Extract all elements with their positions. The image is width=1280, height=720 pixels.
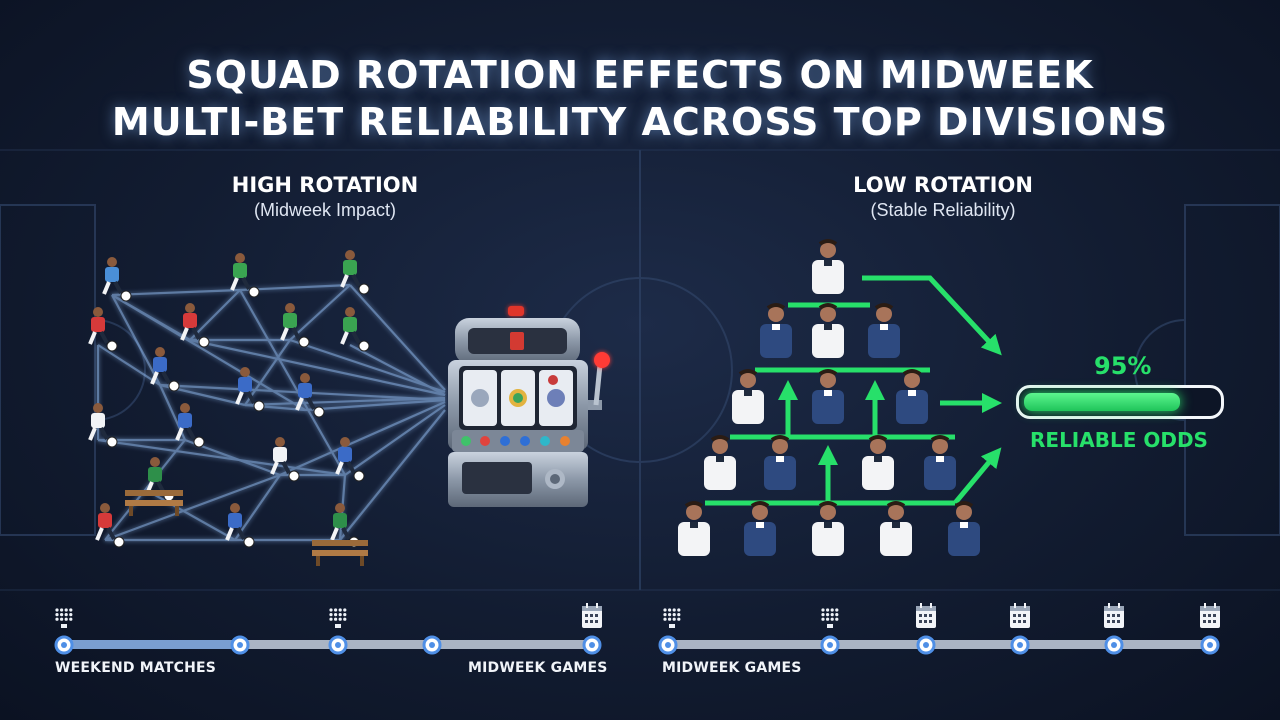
reliability-percent: 95% (1094, 352, 1152, 380)
arrow-icon (953, 447, 1002, 505)
player-icon (225, 503, 255, 548)
player-icon (95, 503, 125, 548)
player-icon (295, 373, 325, 418)
timeline-node (1104, 635, 1124, 655)
player-icon (812, 303, 844, 358)
low-rotation-header: LOW ROTATION (Stable Reliability) (763, 172, 1123, 222)
player-icon (704, 435, 736, 490)
player-icon (868, 303, 900, 358)
right-timeline (668, 640, 1213, 649)
midweek-games-label-left: MIDWEEK GAMES (468, 660, 608, 676)
player-icon (330, 503, 360, 548)
player-icon (812, 369, 844, 424)
player-icon (235, 367, 265, 412)
player-icon (102, 257, 132, 302)
player-icon (280, 303, 310, 348)
timeline-node (328, 635, 348, 655)
player-icon (744, 501, 776, 556)
player-icon (88, 307, 118, 352)
player-icon (340, 250, 370, 295)
weekend-matches-label: WEEKEND MATCHES (55, 660, 217, 676)
player-icon (764, 435, 796, 490)
timeline-node (916, 635, 936, 655)
timeline-node (658, 635, 678, 655)
fixture-grid-icon (663, 608, 681, 628)
bench-icon (125, 490, 183, 516)
player-icon (88, 403, 118, 448)
calendar-icon (1200, 603, 1220, 628)
calendar-icon (582, 603, 602, 628)
page-title: SQUAD ROTATION EFFECTS ON MIDWEEK MULTI-… (0, 52, 1280, 146)
player-icon (862, 435, 894, 490)
calendar-icon (1104, 603, 1124, 628)
player-icon (760, 303, 792, 358)
fixture-grid-icon (55, 608, 73, 628)
player-icon (150, 347, 180, 392)
calendar-icon (1010, 603, 1030, 628)
player-icon (948, 501, 980, 556)
timeline-node (230, 635, 250, 655)
player-icon (270, 437, 300, 482)
timeline-node (1010, 635, 1030, 655)
player-icon (180, 303, 210, 348)
reliable-odds-label: RELIABLE ODDS (1030, 428, 1208, 452)
title-line-2: MULTI-BET RELIABILITY ACROSS TOP DIVISIO… (111, 100, 1169, 144)
high-rotation-heading: HIGH ROTATION (231, 173, 419, 197)
timeline-node (54, 635, 74, 655)
high-rotation-subheading: (Midweek Impact) (253, 200, 397, 220)
bench-icon (312, 540, 368, 566)
reliability-gauge-fill (1024, 393, 1181, 411)
reliability-gauge (1016, 385, 1224, 419)
low-rotation-subheading: (Stable Reliability) (870, 200, 1016, 220)
player-icon (924, 435, 956, 490)
fixture-grid-icon (329, 608, 347, 628)
player-icon (812, 501, 844, 556)
player-icon (335, 437, 365, 482)
player-icon (732, 369, 764, 424)
high-rotation-header: HIGH ROTATION (Midweek Impact) (145, 172, 505, 222)
low-rotation-heading: LOW ROTATION (853, 173, 1033, 197)
player-icon (880, 501, 912, 556)
slot-machine-icon (448, 306, 610, 507)
player-icon (230, 253, 260, 298)
timeline-node (422, 635, 442, 655)
title-line-1: SQUAD ROTATION EFFECTS ON MIDWEEK (186, 53, 1094, 97)
timeline-node (820, 635, 840, 655)
player-icon (896, 369, 928, 424)
player-icon (812, 239, 844, 294)
timeline-node (582, 635, 602, 655)
calendar-icon (916, 603, 936, 628)
player-icon (175, 403, 205, 448)
timeline-node (1200, 635, 1220, 655)
arrow-icon (862, 275, 1002, 356)
player-icon (340, 307, 370, 352)
midweek-games-label-right: MIDWEEK GAMES (662, 660, 802, 676)
player-icon (678, 501, 710, 556)
fixture-grid-icon (821, 608, 839, 628)
